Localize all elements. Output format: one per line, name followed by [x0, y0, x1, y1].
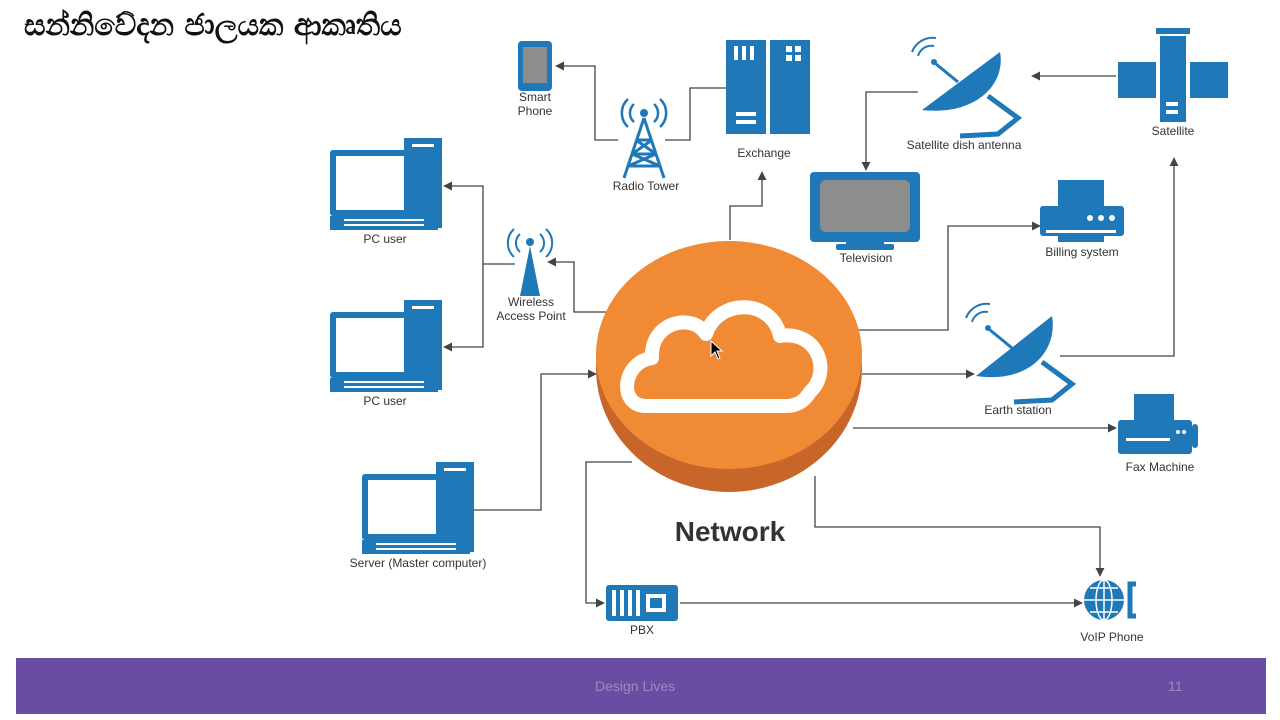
network-label: Network [675, 516, 786, 547]
connections [443, 61, 1179, 608]
earth-station-icon [965, 302, 1077, 405]
wire-network-pbx [585, 461, 632, 608]
server-computer-icon [362, 462, 474, 554]
wire-network-billing [855, 221, 1041, 331]
wire-network-exchange [729, 171, 767, 240]
network-diagram: Network Smart Phone Radio Tower Exchange… [330, 28, 1228, 644]
footer-bar: Design Lives 11 [16, 658, 1266, 714]
wire-exchange-tower [665, 87, 726, 141]
wire-ap-pc2 [443, 264, 484, 352]
wireless-ap-label-2: Access Point [496, 309, 566, 323]
smart-phone-label-2: Phone [518, 104, 553, 118]
footer-text: Design Lives [595, 678, 676, 694]
billing-system-label: Billing system [1045, 245, 1118, 259]
wire-network-ap [547, 257, 612, 313]
television-icon [810, 172, 920, 250]
voip-phone-label: VoIP Phone [1080, 630, 1143, 644]
slide-title: සන්නිවේදන ජාලයක ආකෘතිය [24, 8, 402, 43]
wire-ap-pc1 [443, 181, 515, 265]
satellite-icon [1118, 28, 1228, 122]
printer-icon [1040, 180, 1124, 242]
voip-phone-icon [1084, 579, 1136, 621]
radio-tower-label: Radio Tower [613, 179, 679, 193]
wire-dish-tv [861, 91, 918, 171]
mouse-pointer-icon [710, 340, 724, 360]
earth-station-label: Earth station [984, 403, 1051, 417]
satellite-dish-label: Satellite dish antenna [907, 138, 1022, 152]
pbx-icon [606, 585, 678, 621]
desktop-computer-icon [330, 300, 442, 392]
fax-machine-label: Fax Machine [1126, 460, 1195, 474]
wire-tower-phone [555, 61, 618, 141]
satellite-dish-icon [911, 36, 1023, 139]
radio-tower-icon [620, 98, 668, 179]
pc-user-1-label: PC user [363, 232, 406, 246]
satellite-label: Satellite [1152, 124, 1195, 138]
fax-machine-icon [1118, 394, 1198, 454]
page-number: 11 [1168, 678, 1183, 694]
wireless-ap-label-1: Wireless [508, 295, 554, 309]
wire-server-network [474, 369, 597, 511]
exchange-label: Exchange [737, 146, 791, 160]
network-hub [596, 241, 862, 492]
wire-network-voip [814, 476, 1105, 577]
pbx-label: PBX [630, 623, 654, 637]
exchange-icon [726, 40, 810, 134]
cloud-icon [620, 300, 828, 413]
desktop-computer-icon [330, 138, 442, 230]
television-label: Television [840, 251, 893, 265]
wire-earth-satellite [1060, 157, 1179, 357]
wireless-access-point-icon [506, 228, 554, 296]
smartphone-icon [518, 41, 552, 91]
server-label: Server (Master computer) [350, 556, 487, 570]
pc-user-2-label: PC user [363, 394, 406, 408]
smart-phone-label-1: Smart [519, 90, 552, 104]
